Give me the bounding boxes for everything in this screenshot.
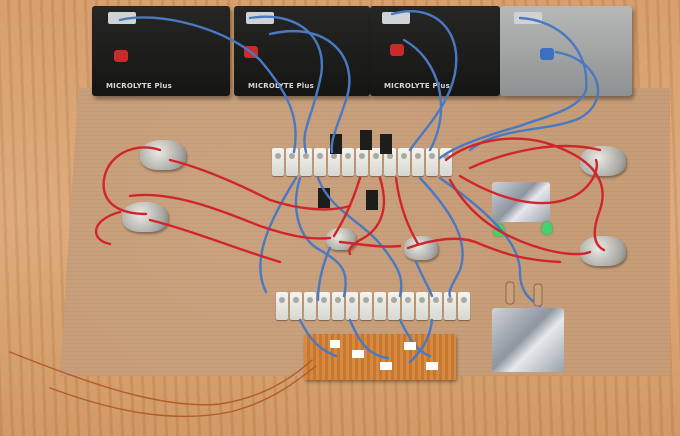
blue-wire: [414, 260, 434, 298]
terminal-block: [356, 148, 368, 176]
terminal-block: [318, 292, 330, 320]
blue-wire: [259, 176, 298, 294]
terminal-block: [416, 292, 428, 320]
power-transistor: [140, 140, 186, 170]
pcb-component: [352, 350, 364, 358]
blue-wires: [118, 10, 600, 364]
red-wire: [444, 137, 606, 252]
red-wire: [468, 144, 602, 170]
terminal-block: [458, 292, 470, 320]
terminal-block: [342, 148, 354, 176]
battery-terminal: [382, 12, 410, 24]
terminal-block: [370, 148, 382, 176]
red-wires: [94, 137, 606, 264]
terminal-strip-top: [272, 148, 452, 176]
blue-wire: [294, 176, 347, 298]
power-transistor: [580, 146, 626, 176]
pcb-components: [330, 340, 438, 370]
terminal-block: [286, 148, 298, 176]
blue-wire: [316, 246, 332, 302]
terminal-block: [374, 292, 386, 320]
small-transistor: [326, 228, 356, 250]
blue-wire: [438, 16, 588, 160]
voltage-regulator: [366, 190, 378, 210]
pcb-component: [380, 362, 392, 370]
battery-positive-terminal: [114, 50, 128, 62]
battery-1: MICROLYTE Plus: [92, 6, 230, 96]
battery-3: MICROLYTE Plus: [370, 6, 500, 96]
terminal-block: [290, 292, 302, 320]
power-transistor: [122, 202, 168, 232]
terminal-block: [332, 292, 344, 320]
voltage-regulator: [380, 134, 392, 154]
terminal-block: [360, 292, 372, 320]
red-wire: [394, 176, 420, 246]
terminal-block: [314, 148, 326, 176]
voltage-regulator: [360, 130, 372, 150]
blue-wire: [298, 318, 338, 358]
red-wire: [348, 176, 386, 256]
aluminium-foil-pad: [492, 308, 564, 372]
blue-wire: [118, 16, 297, 154]
terminal-block: [304, 292, 316, 320]
blue-wire: [348, 318, 390, 360]
terminal-block: [444, 292, 456, 320]
red-wire: [168, 158, 352, 211]
terminal-block: [402, 292, 414, 320]
red-wire: [148, 218, 282, 264]
red-wire: [338, 240, 402, 248]
terminal-block: [300, 148, 312, 176]
battery-label: MICROLYTE Plus: [384, 82, 450, 90]
copper-wire: [9, 351, 313, 406]
blue-wire: [402, 38, 443, 152]
pcb-component: [330, 340, 340, 348]
copper-wire: [49, 365, 317, 418]
red-wire: [102, 146, 162, 216]
terminal-block: [272, 148, 284, 176]
red-wire: [406, 237, 562, 264]
battery-terminal: [108, 12, 136, 24]
terminal-block: [384, 148, 396, 176]
terminal-block: [426, 148, 438, 176]
resistor: [533, 283, 543, 307]
pcb-component: [426, 362, 438, 370]
blue-wire: [438, 176, 542, 308]
terminal-block: [328, 148, 340, 176]
battery-positive-terminal: [390, 44, 404, 56]
terminal-strip-bottom: [276, 292, 470, 320]
blue-wire: [316, 176, 403, 298]
terminal-block: [276, 292, 288, 320]
terminal-block: [430, 292, 442, 320]
terminal-block: [346, 292, 358, 320]
red-wire: [458, 158, 599, 205]
red-wire: [448, 178, 592, 256]
blue-wire: [468, 50, 600, 152]
red-wire: [94, 210, 122, 246]
blue-wire: [418, 176, 464, 298]
blue-wire: [390, 10, 458, 152]
blue-wire: [398, 318, 432, 358]
green-led: [542, 222, 552, 234]
terminal-block: [388, 292, 400, 320]
copper-wires: [9, 351, 317, 418]
resistors: [505, 281, 543, 307]
terminal-block: [412, 148, 424, 176]
blue-wire: [248, 15, 323, 154]
resistor: [505, 281, 515, 305]
blue-wire: [268, 29, 351, 154]
red-wire: [332, 176, 362, 238]
power-transistor: [580, 236, 626, 266]
battery-label: MICROLYTE Plus: [106, 82, 172, 90]
battery-connector: [540, 48, 554, 60]
terminal-block: [398, 148, 410, 176]
red-wire: [128, 193, 332, 240]
pcb-component: [404, 342, 416, 350]
blue-wire: [408, 318, 434, 364]
